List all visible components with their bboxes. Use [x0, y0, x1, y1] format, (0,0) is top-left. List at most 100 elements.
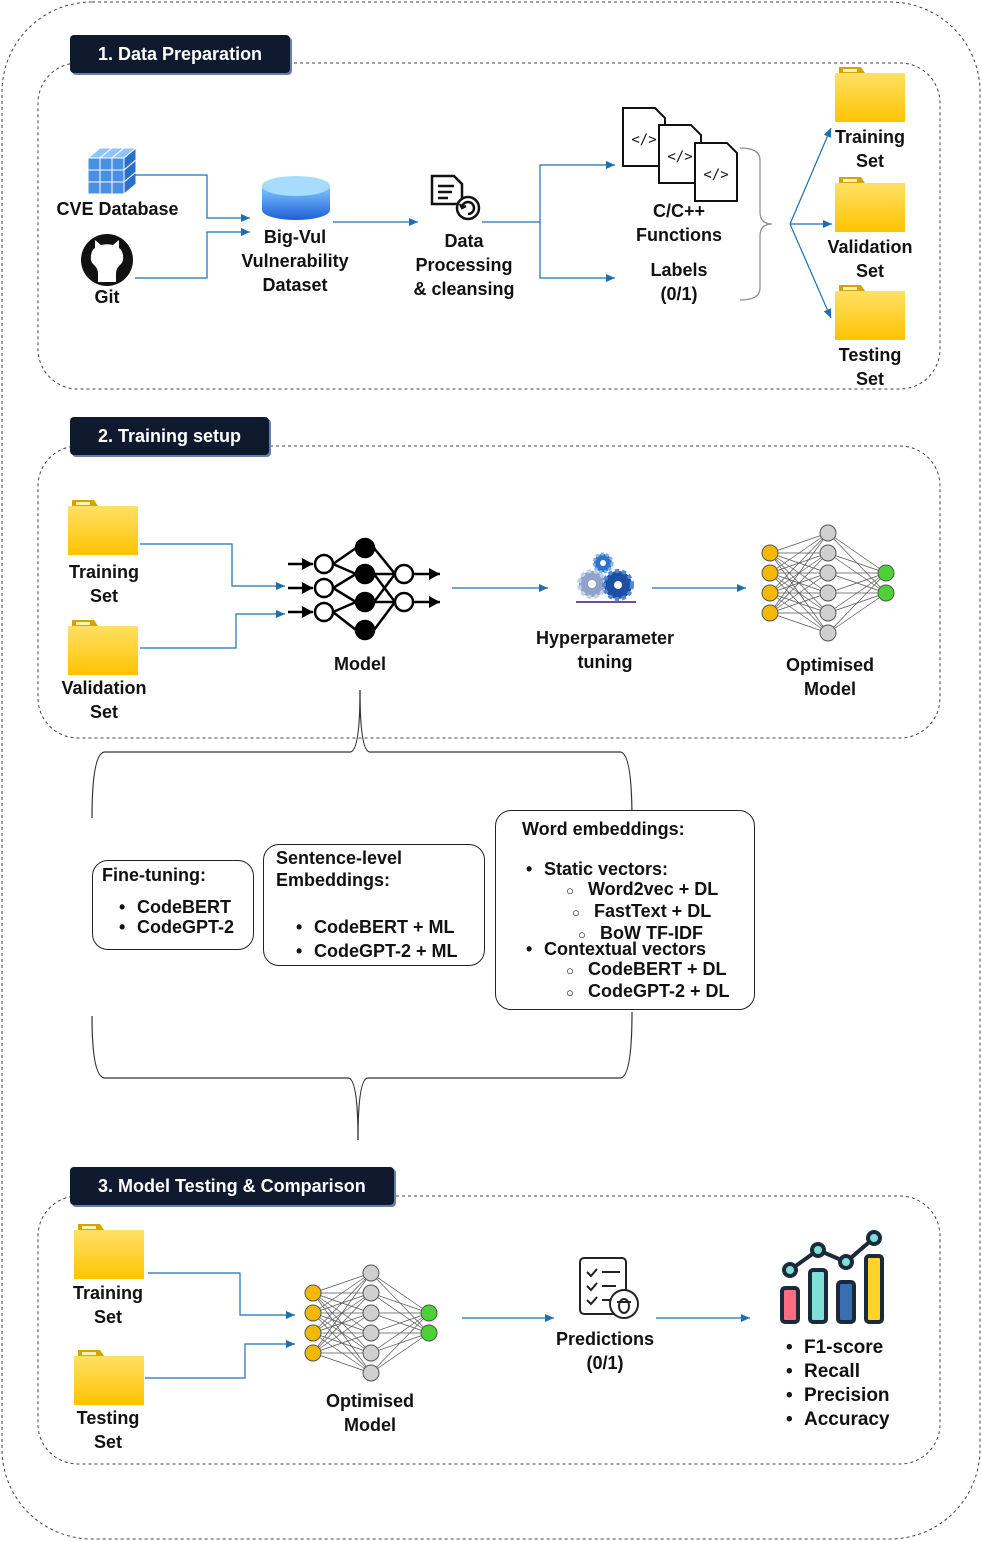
network-node	[304, 1304, 322, 1322]
metric-item: Accuracy	[786, 1408, 890, 1432]
section-1-frame	[37, 62, 941, 390]
network-edge	[312, 1272, 372, 1294]
section-title-data-preparation: 1. Data Preparation	[70, 35, 291, 73]
network-node	[877, 584, 895, 602]
network-edge	[769, 532, 829, 554]
fine-tuning-title: Fine-tuning:	[102, 865, 206, 885]
gears-icon	[576, 552, 636, 603]
section-3-frame	[37, 1195, 941, 1465]
network-edge	[769, 532, 829, 594]
network-node	[362, 1284, 380, 1302]
contextual-vectors-label: Contextual vectors	[526, 939, 706, 960]
cve-database-label: CVE Database	[56, 199, 179, 219]
network-node	[304, 1284, 322, 1302]
testing-set-folder-icon	[74, 1350, 144, 1405]
network-node	[420, 1324, 438, 1342]
network-edge	[370, 1312, 430, 1374]
network-edge	[827, 552, 887, 574]
network-edge	[370, 1332, 430, 1374]
list-item: BoW TF-IDF	[566, 923, 718, 945]
network-node	[362, 1364, 380, 1382]
word-embeddings-title: Word embeddings:	[522, 819, 685, 839]
metrics-chart-icon	[780, 1230, 884, 1324]
functions-label: C/C++Functions	[636, 201, 722, 245]
network-node	[362, 1264, 380, 1282]
network-node	[761, 584, 779, 602]
network-node	[420, 1304, 438, 1322]
network-edge	[312, 1332, 372, 1354]
network-edge	[769, 532, 829, 574]
svg-text:</>: </>	[667, 149, 692, 165]
network-edge	[827, 572, 887, 614]
group-bracket	[739, 147, 773, 301]
network-node	[877, 564, 895, 582]
git-label: Git	[94, 287, 120, 307]
top-brace	[359, 689, 633, 821]
svg-text:</>: </>	[631, 132, 656, 148]
section-title-model-testing: 3. Model Testing & Comparison	[70, 1167, 394, 1205]
list-item: CodeBERT + DL	[566, 959, 730, 981]
network-node	[362, 1324, 380, 1342]
bottom-brace	[91, 1015, 359, 1141]
code-files-icon: </> </> </>	[622, 107, 738, 202]
static-vectors-label: Static vectors:	[526, 859, 668, 880]
predictions-icon	[579, 1257, 639, 1319]
list-item: CodeBERT + ML	[296, 915, 458, 939]
network-edge	[370, 1312, 430, 1354]
big-vul-database-icon	[262, 176, 330, 220]
predictions-label: Predictions(0/1)	[555, 1329, 655, 1373]
network-edge	[769, 572, 829, 614]
network-edge	[827, 592, 887, 634]
network-node	[761, 564, 779, 582]
network-node	[819, 624, 837, 642]
data-processing-icon	[430, 174, 481, 221]
network-edge	[827, 572, 887, 634]
network-node	[819, 524, 837, 542]
network-node	[362, 1344, 380, 1362]
network-node	[362, 1304, 380, 1322]
git-icon	[81, 234, 133, 286]
metric-item: Precision	[786, 1384, 890, 1408]
network-edge	[769, 552, 829, 614]
network-edge	[769, 612, 829, 634]
network-edge	[370, 1312, 430, 1334]
network-node	[819, 604, 837, 622]
network-node	[819, 564, 837, 582]
word-embeddings-box: Word embeddings: Static vectors: Word2ve…	[495, 810, 755, 1010]
metric-item: F1-score	[786, 1336, 890, 1360]
network-edge	[827, 572, 887, 594]
network-node	[819, 584, 837, 602]
list-item: CodeBERT	[119, 897, 234, 917]
list-item: CodeGPT-2 + DL	[566, 981, 730, 1003]
list-item: Word2vec + DL	[566, 879, 718, 901]
network-edge	[769, 592, 829, 614]
network-node	[819, 544, 837, 562]
network-edge	[769, 532, 829, 614]
network-node	[304, 1344, 322, 1362]
testing-set-folder-icon	[835, 285, 905, 340]
cve-database-icon	[86, 146, 138, 196]
network-node	[761, 544, 779, 562]
section-title-training-setup: 2. Training setup	[70, 417, 270, 455]
network-edge	[312, 1312, 372, 1354]
optimised-model-network-icon	[761, 524, 895, 642]
network-edge	[312, 1292, 372, 1354]
network-node	[304, 1324, 322, 1342]
training-set-folder-icon	[68, 500, 138, 555]
metrics-list: F1-score Recall Precision Accuracy	[786, 1336, 890, 1432]
labels-label: Labels(0/1)	[650, 260, 708, 304]
list-item: CodeGPT-2	[119, 917, 234, 937]
network-edge	[827, 532, 887, 574]
network-edge	[312, 1272, 372, 1314]
training-set-folder-icon	[74, 1224, 144, 1279]
optimised-model-network-icon	[304, 1264, 438, 1382]
